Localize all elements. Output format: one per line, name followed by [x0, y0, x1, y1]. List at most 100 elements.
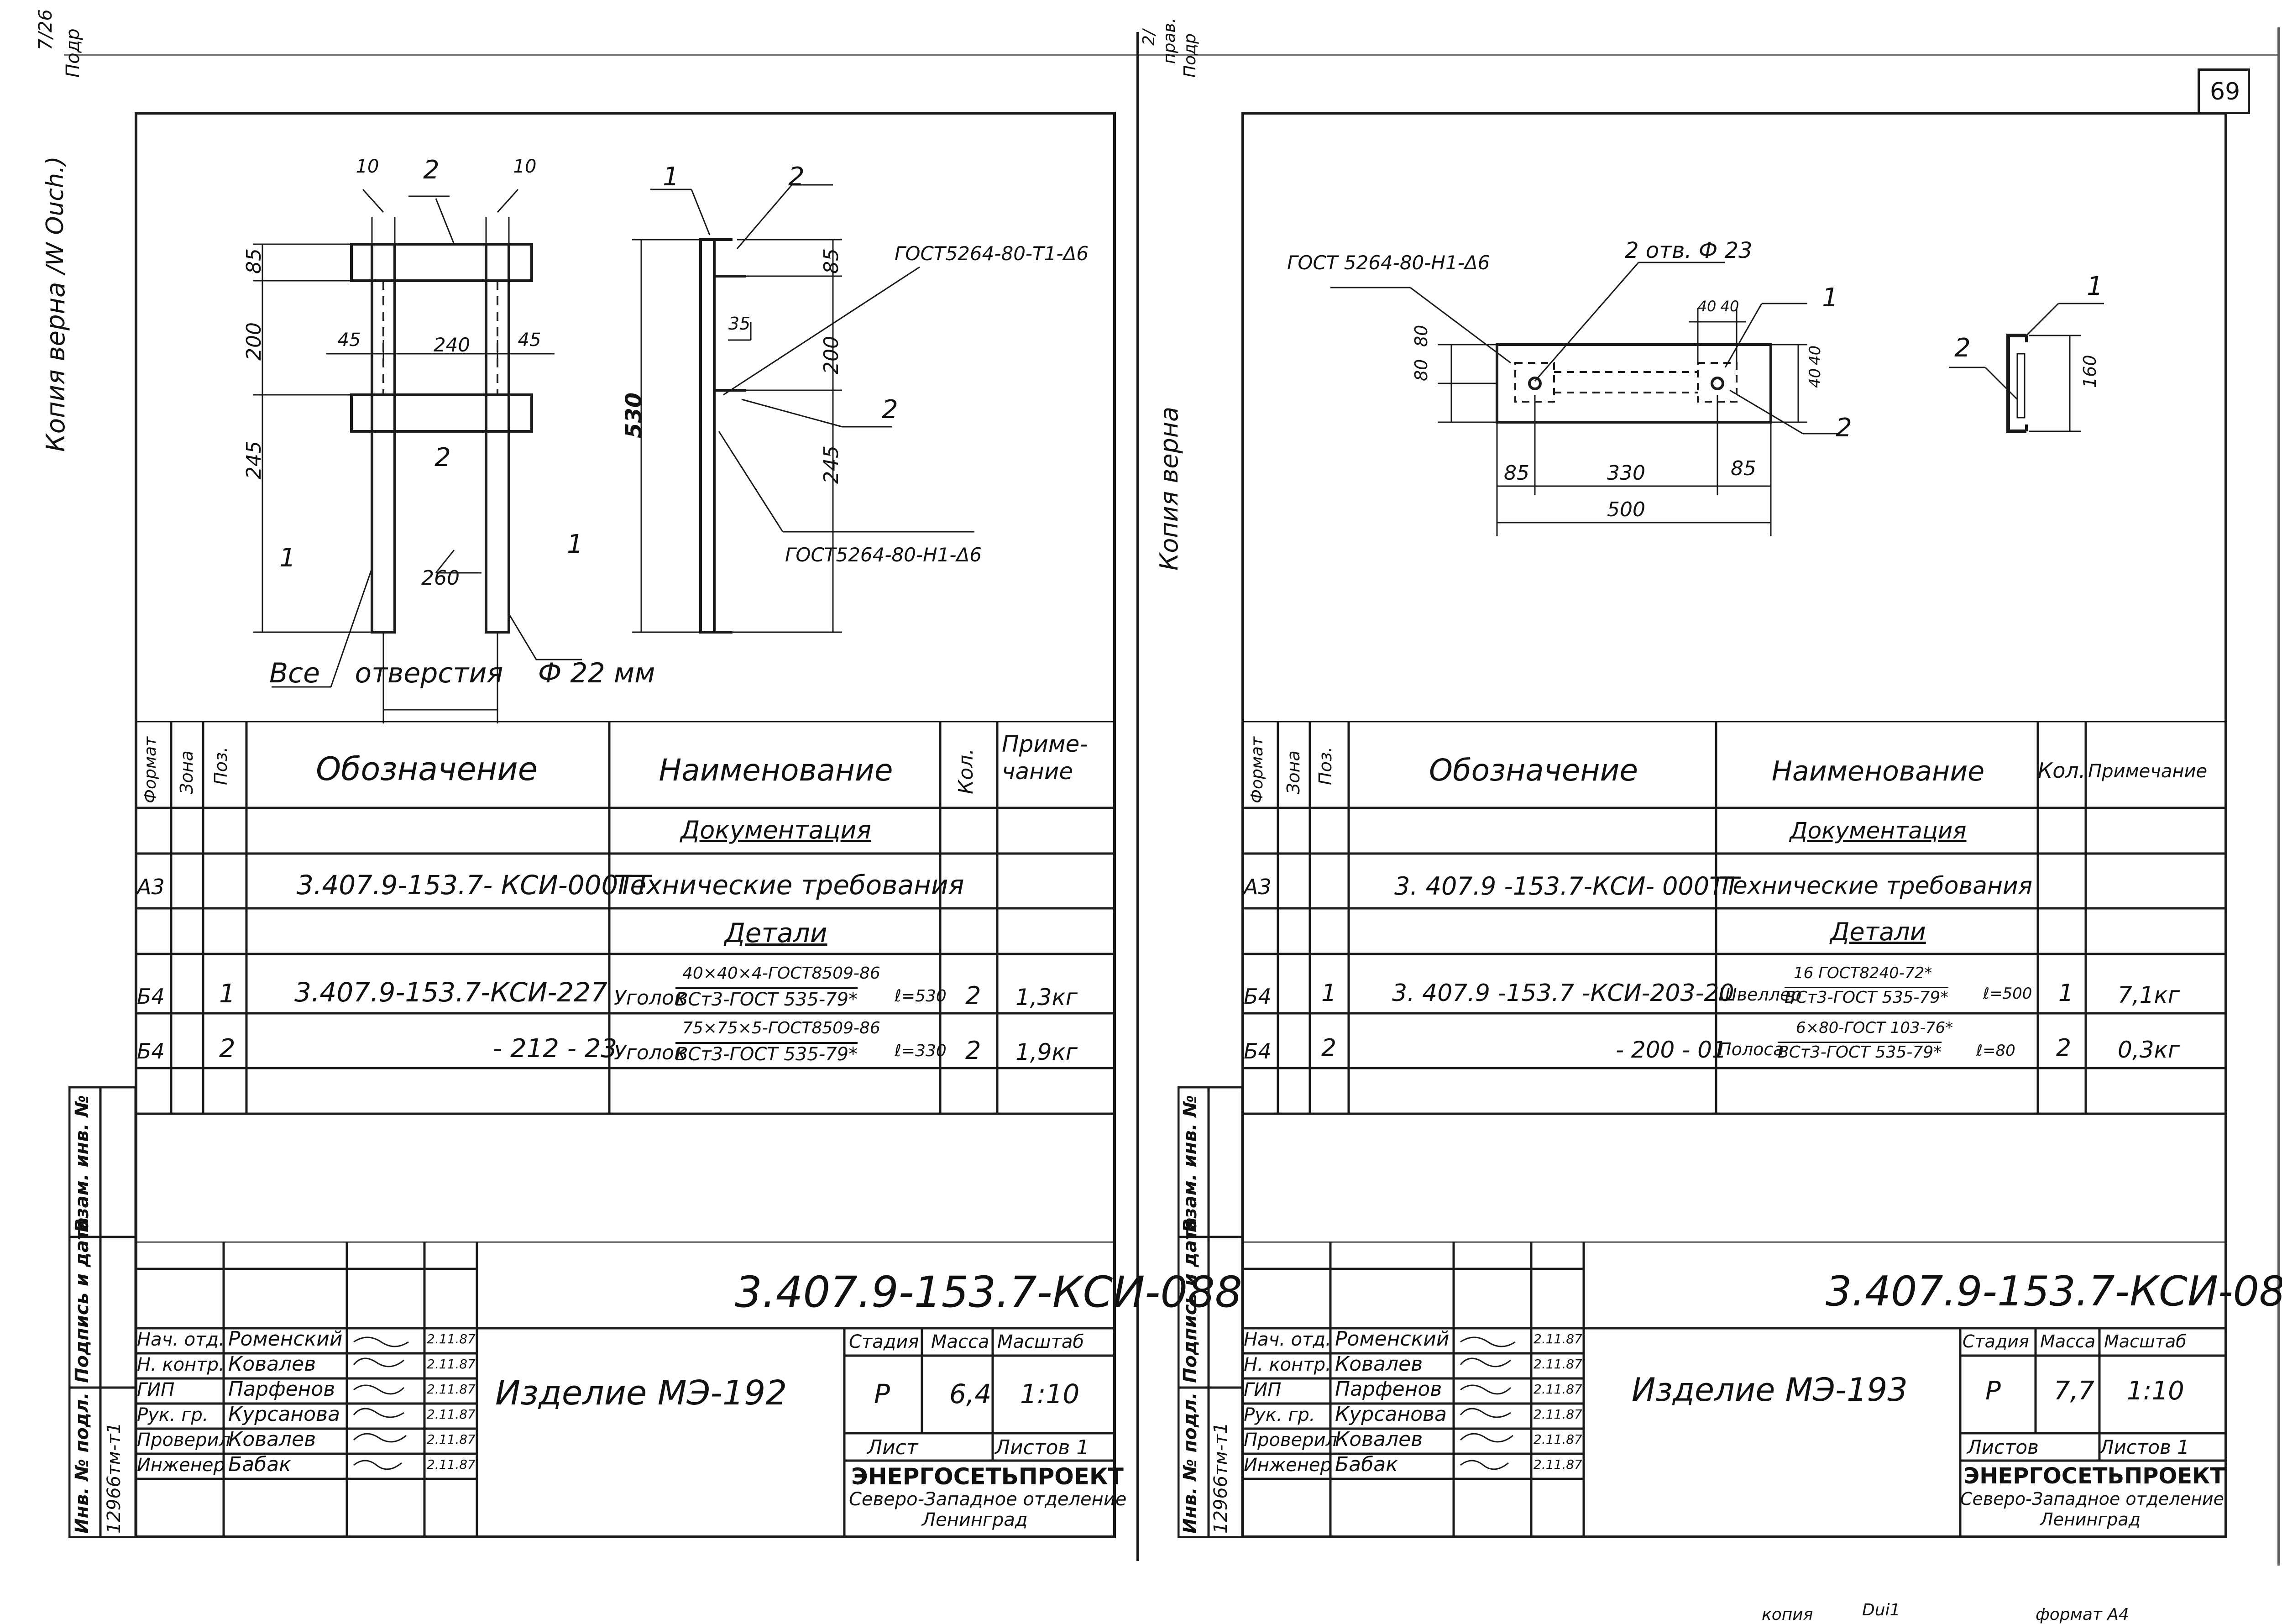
- right-person-4: Курсанова: [1335, 1403, 1447, 1426]
- callout-1-left: 1: [279, 543, 296, 573]
- left-role-4: Рук. гр.: [137, 1404, 209, 1425]
- right-dim-80-upper: 80: [1411, 325, 1431, 347]
- left-row-2-name-bottom: ВСт3-ГОСТ 535-79*: [675, 989, 858, 1010]
- left-row-2-note: 1,3кг: [1015, 984, 1078, 1011]
- callout-2-mid: 2: [434, 443, 451, 472]
- weld-note-top: ГОСТ5264-80-Т1-Δ6: [895, 242, 1089, 265]
- right-mass-value: 7,7: [2054, 1376, 2095, 1406]
- left-row-3-length: ℓ=330: [895, 1042, 947, 1060]
- right-row-3-name-bottom: ВСт3-ГОСТ 535-79*: [1778, 1043, 1942, 1062]
- right-section-docs: Документация: [1790, 817, 1967, 844]
- left-row-2-format: Б4: [137, 984, 165, 1009]
- left-row-2-qty: 2: [965, 981, 981, 1010]
- right-drawing: [1330, 262, 2104, 536]
- right-role-6: Инженер: [1244, 1455, 1332, 1476]
- side-callout-2-bottom: 2: [882, 395, 898, 424]
- left-section-parts: Детали: [724, 917, 827, 948]
- right-row-3-format: Б4: [1244, 1039, 1272, 1063]
- left-sheet-header: Лист: [867, 1436, 918, 1459]
- page-number: 69: [2210, 78, 2240, 105]
- side-dim-200: 200: [820, 336, 843, 374]
- right-dim-40a: 40: [1697, 298, 1717, 315]
- page-number-box: 69: [2198, 68, 2250, 114]
- left-vzam-label: Взам. инв. №: [72, 1095, 93, 1232]
- right-row-1-format: А3: [1244, 875, 1272, 899]
- right-dim-40d: 40: [1806, 345, 1824, 365]
- dim-45-right: 45: [518, 330, 541, 351]
- left-col-format: Формат: [141, 736, 160, 803]
- left-row-3-format: Б4: [137, 1039, 165, 1063]
- right-row-3-pos: 2: [1321, 1034, 1337, 1062]
- dim-10-right: 10: [513, 156, 537, 177]
- right-row-2-name-bottom: ВСт3-ГОСТ 535-79*: [1785, 988, 1949, 1007]
- left-drawing: [253, 184, 974, 723]
- left-stage-value: Р: [874, 1378, 890, 1409]
- right-date-2: 2.11.87: [1534, 1357, 1582, 1372]
- left-row-3-note: 1,9кг: [1015, 1039, 1078, 1065]
- bottom-copy-note: копия: [1762, 1605, 1813, 1624]
- right-date-4: 2.11.87: [1534, 1407, 1582, 1422]
- right-drawing-code: 3.407.9-153.7-КСИ-089: [1826, 1268, 2282, 1315]
- dim-85: 85: [242, 248, 266, 274]
- right-stage-header: Стадия: [1963, 1331, 2029, 1352]
- left-col-note: Приме- чание: [1002, 731, 1088, 785]
- margin-note-mid-a: 2/: [1140, 29, 1158, 46]
- left-person-4: Курсанова: [228, 1403, 340, 1426]
- right-row-2-pos: 1: [1321, 980, 1337, 1007]
- right-dim-160: 160: [2080, 355, 2100, 388]
- right-dim-80-lower: 80: [1411, 359, 1431, 381]
- right-col-qty: Кол.: [2037, 758, 2086, 783]
- left-person-6: Бабак: [228, 1453, 291, 1476]
- right-row-3-qty: 2: [2056, 1034, 2072, 1062]
- right-callout-2: 2: [1836, 413, 1852, 443]
- right-product-name: Изделие МЭ-193: [1632, 1371, 1908, 1409]
- left-row-3-name-bottom: ВСт3-ГОСТ 535-79*: [675, 1044, 858, 1065]
- left-date-3: 2.11.87: [427, 1382, 476, 1397]
- right-org-division: Северо-Западное отделение: [1960, 1489, 2224, 1509]
- left-org-name: ЭНЕРГОСЕТЬПРОЕКТ: [851, 1463, 1124, 1490]
- left-row-3-qty: 2: [965, 1036, 981, 1065]
- left-role-1: Нач. отд.: [137, 1329, 225, 1350]
- right-row-3-name-prefix: Полоса: [1718, 1039, 1784, 1059]
- right-person-1: Роменский: [1335, 1327, 1450, 1351]
- right-col-note: Примечание: [2088, 761, 2208, 782]
- right-date-1: 2.11.87: [1534, 1331, 1582, 1346]
- right-dim-40b: 40: [1720, 298, 1739, 315]
- right-stage-value: Р: [1985, 1376, 2001, 1406]
- right-scale-header: Масштаб: [2104, 1331, 2187, 1352]
- right-person-6: Бабак: [1335, 1453, 1398, 1476]
- left-person-1: Роменский: [228, 1327, 343, 1351]
- left-row-3-name-top: 75×75×5-ГОСТ8509-86: [682, 1019, 880, 1037]
- left-person-2: Ковалев: [228, 1352, 316, 1376]
- right-person-2: Ковалев: [1335, 1352, 1423, 1376]
- left-row-2-name-top: 40×40×4-ГОСТ8509-86: [682, 964, 880, 983]
- left-drawing-code: 3.407.9-153.7-КСИ-088: [735, 1268, 1242, 1317]
- right-person-5: Ковалев: [1335, 1428, 1423, 1451]
- side-callout-2-top: 2: [788, 162, 805, 192]
- left-mass-value: 6,4: [949, 1378, 992, 1409]
- margin-copy-note: Копия верна: [41, 282, 71, 452]
- left-row-2-length: ℓ=530: [895, 987, 947, 1006]
- callout-1-right: 1: [567, 529, 583, 559]
- right-row-3-designation: - 200 - 01: [1616, 1037, 1727, 1063]
- right-col-format: Формат: [1248, 736, 1267, 803]
- right-vzam-label: Взам. инв. №: [1180, 1095, 1201, 1232]
- left-row-3-designation: - 212 - 23: [493, 1034, 617, 1063]
- dim-240: 240: [433, 334, 471, 356]
- left-section-docs: Документация: [680, 816, 871, 844]
- right-spec-grid: [1241, 721, 2227, 1115]
- right-row-1-designation: 3. 407.9 -153.7-КСИ- 000ТТ: [1394, 872, 1740, 901]
- left-spec-grid: [135, 721, 1116, 1115]
- right-weld-note: ГОСТ 5264-80-Н1-Δ6: [1287, 251, 1490, 274]
- right-callout-1: 1: [1822, 283, 1838, 313]
- left-col-qty: Кол.: [954, 748, 978, 794]
- dim-245: 245: [242, 441, 266, 479]
- right-section-callout-2: 2: [1954, 333, 1971, 363]
- right-org-city: Ленинград: [2040, 1509, 2141, 1530]
- weld-note-bottom: ГОСТ5264-80-Н1-Δ6: [785, 544, 982, 566]
- bottom-format-note: формат А4: [2036, 1605, 2129, 1624]
- left-row-2-designation: 3.407.9-153.7-КСИ-227: [294, 977, 607, 1008]
- dim-530: 530: [621, 392, 647, 438]
- right-col-zone: Зона: [1283, 750, 1303, 794]
- left-person-5: Ковалев: [228, 1428, 316, 1451]
